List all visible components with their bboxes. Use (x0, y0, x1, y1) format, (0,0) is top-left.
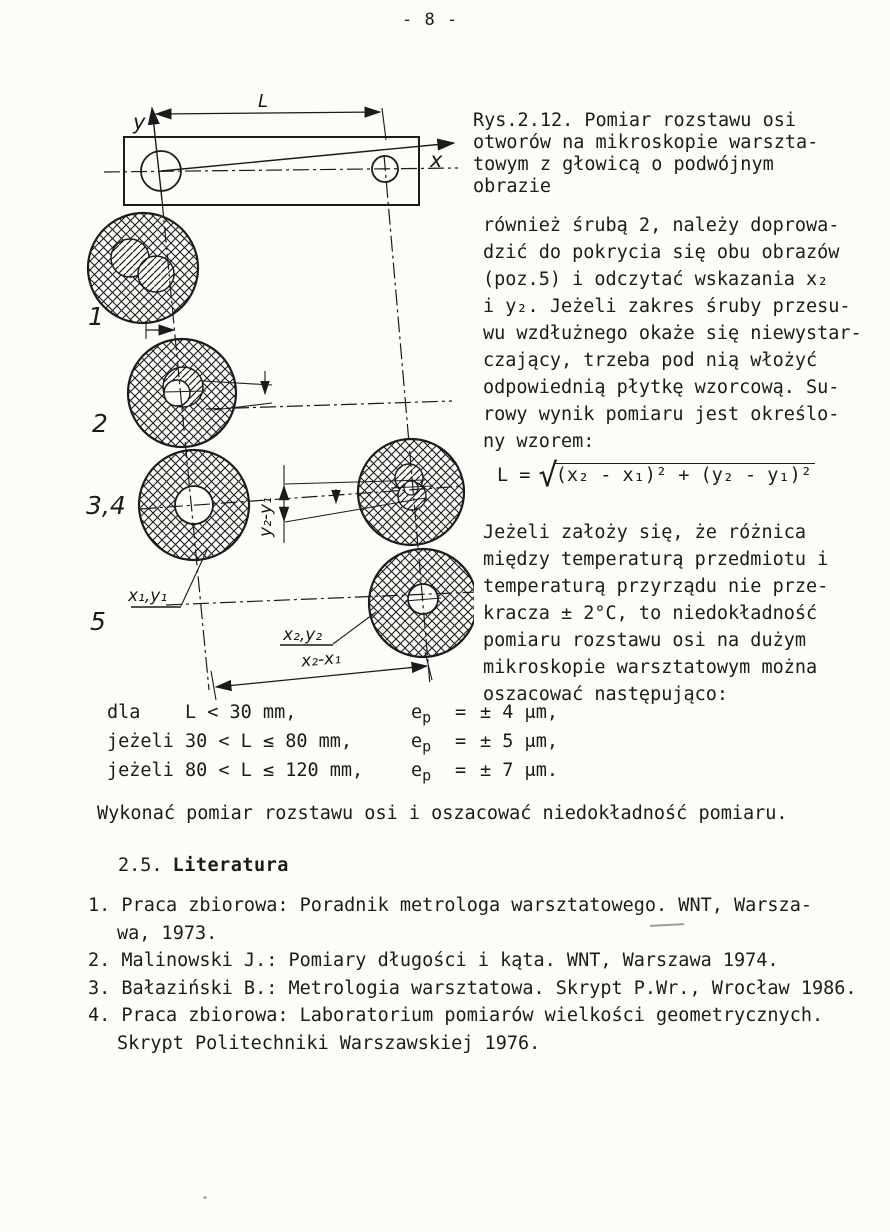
formula-L: L = √(x₂ - x₁)² + (y₂ - y₁)² (497, 456, 815, 494)
point2-leader (280, 611, 377, 646)
tolerance-row: jeżeli 80 < L ≤ 120 mm, ep = ± 7 μm. (107, 760, 558, 789)
centerline-view2 (205, 400, 453, 410)
view-34-right-circle (356, 437, 466, 547)
point1-leader (131, 549, 208, 608)
y-axis-line (147, 106, 163, 201)
view-1-circle (86, 211, 200, 325)
tolerance-value: ± 5 μm, (480, 731, 558, 752)
tolerance-table: dla L < 30 mm, ep = ± 4 μm, jeżeli 30 < L ≤… (107, 702, 558, 789)
x-axis-line (160, 138, 456, 172)
formula-radicand: (x₂ - x₁)² + (y₂ - y₁)² (554, 463, 815, 486)
coordinate-axes (147, 106, 456, 201)
scan-artifact-dot (203, 1196, 207, 1199)
label-dim-dy: y₂-y₁ (256, 497, 276, 538)
view-5-circle (367, 547, 474, 659)
figure-diagram: y x L 1 2 3,4 5 x₁,y₁ x₂,y₂ x₂-x₁ y₂-y₁ (86, 91, 474, 701)
formula-lhs: L = (497, 465, 531, 486)
dimension-y2-y1 (278, 465, 426, 543)
label-view-1: 1 (88, 302, 104, 331)
tolerance-row: dla L < 30 mm, ep = ± 4 μm, (107, 702, 558, 731)
bibliography-item: 3. Bałaziński B.: Metrologia warsztatowa… (88, 977, 857, 999)
literature-heading: 2.5. Literatura (118, 855, 289, 876)
label-view-5: 5 (90, 607, 106, 636)
shift-arrow-view1 (145, 321, 176, 339)
offset-leader-view2 (202, 371, 273, 411)
bibliography-item: 4. Praca zbiorowa: Laboratorium pomiarów… (88, 1005, 824, 1054)
paragraph-2: Jeżeli założy się, że różnica między tem… (483, 522, 829, 705)
equals-sign: = (455, 731, 467, 752)
bibliography-item: 2. Malinowski J.: Pomiary długości i kąt… (88, 950, 779, 971)
centerline-view34 (139, 485, 465, 510)
label-view-34: 3,4 (86, 491, 126, 520)
dimension-x2-x1 (210, 651, 433, 701)
page-number: - 8 - (402, 10, 459, 30)
tolerance-condition: jeżeli 30 < L ≤ 80 mm, (107, 731, 353, 752)
tolerance-row: jeżeli 30 < L ≤ 80 mm, ep = ± 5 μm, (107, 731, 558, 760)
figure-caption: Rys.2.12. Pomiar rozstawu osi otworów na… (473, 110, 819, 197)
axis-hole2-vertical (383, 154, 431, 686)
label-point-2: x₂,y₂ (282, 625, 322, 645)
sqrt-sign: √ (538, 456, 557, 494)
label-axis-x: x (429, 148, 443, 172)
bibliography-item: 1. Praca zbiorowa: Poradnik metrologa wa… (88, 895, 812, 944)
label-dim-L: L (258, 91, 268, 112)
view-2-circle (126, 337, 238, 449)
equals-sign: = (455, 760, 467, 781)
equals-sign: = (455, 702, 467, 723)
bibliography: 1. Praca zbiorowa: Poradnik metrologa wa… (88, 892, 878, 1057)
label-point-1: x₁,y₁ (127, 586, 167, 606)
tolerance-condition: jeżeli 80 < L ≤ 120 mm, (107, 760, 364, 781)
literature-heading-word: Literatura (172, 855, 289, 876)
dimension-L (154, 106, 387, 141)
label-view-2: 2 (92, 409, 108, 438)
label-dim-dx: x₂-x₁ (299, 648, 341, 671)
tolerance-condition: dla L < 30 mm, (107, 702, 297, 723)
axis-hole1-vertical (161, 199, 210, 691)
label-axis-y: y (132, 110, 146, 134)
tolerance-value: ± 7 μm. (480, 760, 558, 781)
literature-heading-number: 2.5. (118, 855, 163, 876)
task-sentence: Wykonać pomiar rozstawu osi i oszacować … (97, 803, 788, 824)
tolerance-value: ± 4 μm, (480, 702, 558, 723)
centerline-view5 (165, 591, 474, 606)
ep-symbol: ep (411, 702, 432, 727)
ep-symbol: ep (411, 731, 432, 756)
paragraph-1: również śrubą 2, należy doprowa- dzić do… (483, 215, 862, 452)
ep-symbol: ep (411, 760, 432, 785)
